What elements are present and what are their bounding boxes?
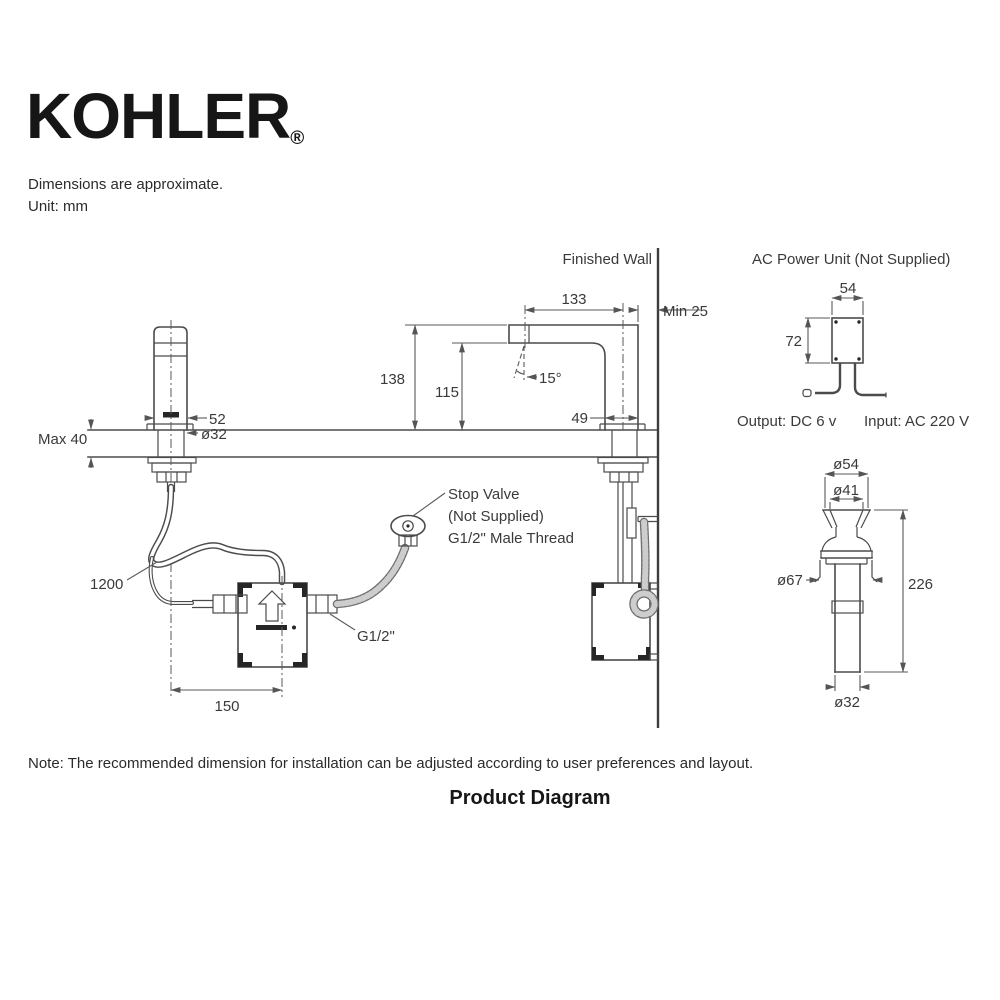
stop-valve-line2: (Not Supplied) bbox=[448, 508, 544, 525]
stop-valve-line3: G1/2" Male Thread bbox=[448, 530, 574, 547]
note-text: Note: The recommended dimension for inst… bbox=[28, 755, 754, 772]
finished-wall: Finished Wall bbox=[563, 248, 660, 728]
subtitle: Dimensions are approximate. Unit: mm bbox=[28, 174, 223, 218]
ac-height-label: 72 bbox=[785, 333, 802, 350]
stop-valve bbox=[390, 514, 426, 547]
page-title: Product Diagram bbox=[449, 787, 611, 809]
registered-mark: ® bbox=[290, 128, 305, 149]
ac-input-label: Input: AC 220 V bbox=[864, 413, 969, 430]
subtitle-line2: Unit: mm bbox=[28, 198, 88, 215]
under-deck-right bbox=[591, 482, 659, 661]
subtitle-line1: Dimensions are approximate. bbox=[28, 176, 224, 193]
faucet-side-view: 15° bbox=[508, 324, 649, 483]
brand-text: KOHLER bbox=[26, 80, 291, 152]
d49-label: 49 bbox=[571, 410, 588, 427]
drain-dia67-label: ø67 bbox=[777, 572, 803, 589]
max40-label: Max 40 bbox=[38, 431, 87, 448]
d138-label: 138 bbox=[380, 371, 405, 388]
control-box-front bbox=[192, 576, 338, 697]
min25-label: Min 25 bbox=[663, 303, 708, 320]
sensor-window bbox=[163, 412, 179, 418]
dim-138: 138 bbox=[380, 324, 507, 431]
drain-assembly: ø54 ø41 bbox=[777, 456, 933, 711]
drain-height-label: 226 bbox=[908, 576, 933, 593]
dim-dia32-deck: ø32 bbox=[186, 426, 227, 443]
kohler-logo: KOHLER® bbox=[26, 84, 304, 148]
d1200-label: 1200 bbox=[90, 576, 123, 593]
dim-52: 52 bbox=[144, 411, 226, 428]
dim-133: 133 bbox=[524, 291, 624, 430]
g12-callout: G1/2" bbox=[329, 613, 395, 645]
counter-deck bbox=[87, 429, 659, 458]
dia32-deck-label: ø32 bbox=[201, 426, 227, 443]
dim-150: 150 bbox=[170, 563, 283, 715]
finished-wall-label: Finished Wall bbox=[563, 251, 652, 268]
ac-title: AC Power Unit (Not Supplied) bbox=[752, 251, 950, 268]
d115-label: 115 bbox=[435, 384, 459, 401]
faucet-front-view bbox=[146, 320, 197, 503]
ac-power-unit: AC Power Unit (Not Supplied) 54 72 Outpu… bbox=[737, 251, 969, 430]
drain-dia32-label: ø32 bbox=[834, 694, 860, 711]
ac-width-label: 54 bbox=[840, 280, 857, 297]
g12-label: G1/2" bbox=[357, 628, 395, 645]
dim-49: 49 bbox=[571, 410, 639, 427]
dim-max40: Max 40 bbox=[38, 419, 94, 468]
drain-dia54-label: ø54 bbox=[833, 456, 859, 473]
supply-hose-and-cable bbox=[148, 483, 286, 605]
ac-output-label: Output: DC 6 v bbox=[737, 413, 837, 430]
angle-label: 15° bbox=[539, 370, 562, 387]
d133-label: 133 bbox=[561, 291, 586, 308]
braided-hose bbox=[332, 543, 410, 609]
dim-115: 115 bbox=[435, 342, 507, 431]
stop-valve-callout: Stop Valve (Not Supplied) G1/2" Male Thr… bbox=[412, 486, 574, 547]
dim-1200: 1200 bbox=[90, 561, 158, 593]
drain-dia41-label: ø41 bbox=[833, 482, 859, 499]
up-arrow-icon bbox=[257, 590, 287, 622]
d150-label: 150 bbox=[214, 698, 239, 715]
stop-valve-line1: Stop Valve bbox=[448, 486, 519, 503]
dim-min25: Min 25 bbox=[628, 303, 708, 322]
d52-label: 52 bbox=[209, 411, 226, 428]
